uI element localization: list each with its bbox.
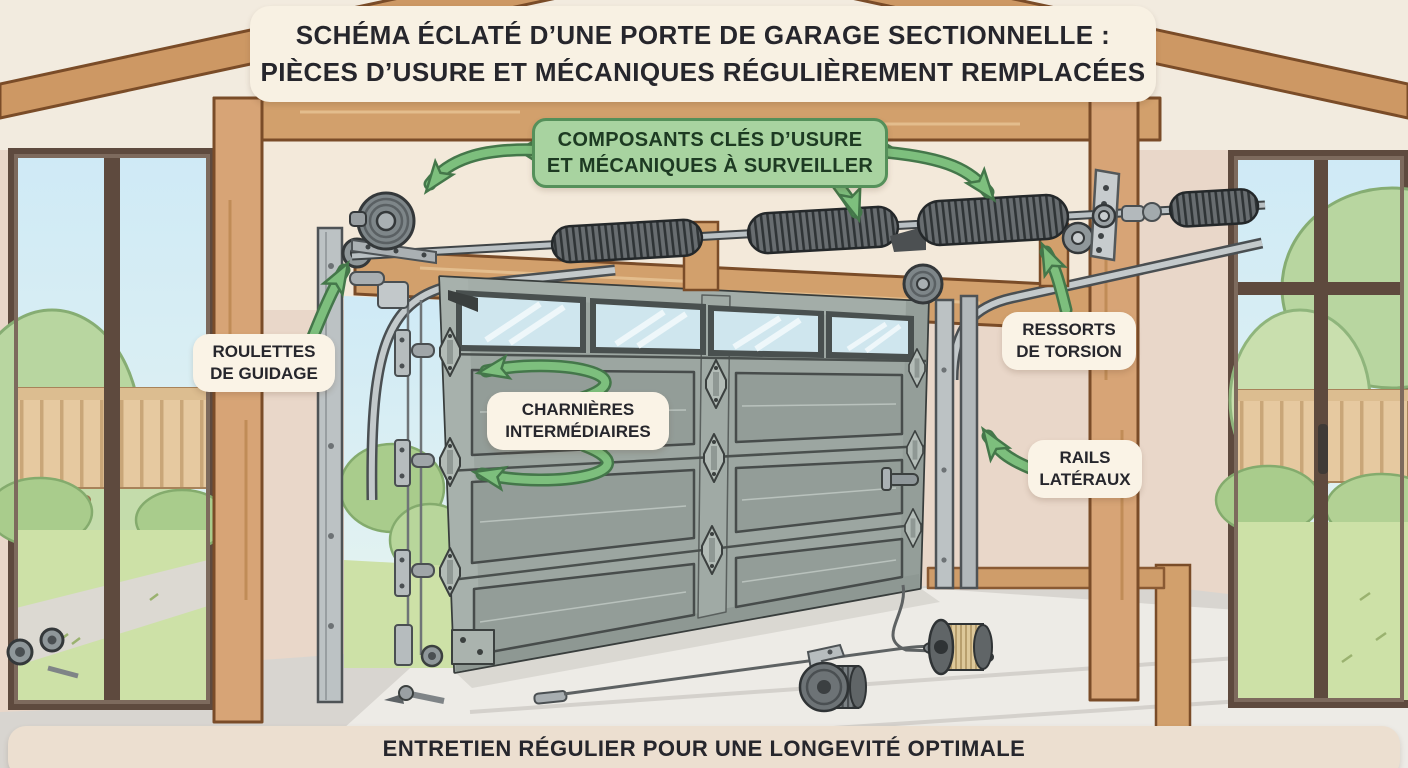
spare-drum-gray — [798, 661, 867, 713]
winding-cone — [890, 226, 926, 252]
torsion-spring-right — [916, 193, 1070, 247]
left-cable-drum — [349, 191, 416, 251]
label-charnieres-intermediaires: CHARNIÈRES INTERMÉDIAIRES — [487, 392, 669, 450]
callout-line-1: COMPOSANTS CLÉS D’USURE — [557, 129, 863, 151]
cable-drum-wound — [927, 618, 993, 676]
hinge-plate — [394, 439, 435, 487]
title-line-2: PIÈCES D’USURE ET MÉCANIQUES RÉGULIÈREME… — [260, 57, 1146, 87]
window-handle — [1318, 424, 1328, 474]
left-curved-track — [368, 267, 616, 501]
arrow-charnieres-to-upper-hinge — [474, 353, 612, 405]
hinge-plate — [394, 549, 435, 597]
diagram-title: SCHÉMA ÉCLATÉ D’UNE PORTE DE GARAGE SECT… — [250, 6, 1156, 102]
right-window-muntin — [1236, 282, 1402, 295]
left-window-mullion — [104, 156, 120, 702]
right-rail-1 — [934, 298, 955, 590]
arrow-ressorts-to-spring — [1039, 240, 1073, 317]
right-rail-2 — [959, 294, 979, 590]
footer-text: ENTRETIEN RÉGULIER POUR UNE LONGEVITÉ OP… — [382, 736, 1026, 761]
door-lock — [881, 467, 919, 491]
hinge-plate — [394, 329, 435, 377]
arrow-callout-to-right-spring — [877, 145, 997, 203]
roller-stem — [47, 665, 79, 679]
arrow-charnieres-to-lower-hinge — [470, 439, 615, 492]
left-window — [0, 148, 230, 710]
torsion-spring-left — [550, 218, 704, 264]
torsion-spring-middle — [746, 205, 900, 255]
top-bracket — [377, 281, 409, 309]
door-windows — [456, 290, 914, 360]
bolt — [409, 691, 445, 704]
bottom-corner-bracket — [451, 629, 495, 665]
door-top-drum — [902, 263, 944, 305]
garage-door — [438, 275, 940, 688]
end-bearing-plate — [1089, 168, 1162, 262]
torsion-spring-far-right — [1168, 188, 1260, 228]
arrow-rails-to-rail — [980, 425, 1037, 475]
torsion-system — [349, 168, 1266, 305]
door-hinges — [439, 327, 926, 597]
floor-parts — [6, 584, 994, 713]
footer-caption: ENTRETIEN RÉGULIER POUR UNE LONGEVITÉ OP… — [8, 726, 1400, 768]
arrow-callout-to-drum — [423, 143, 545, 195]
label-ressorts-de-torsion: RESSORTS DE TORSION — [1002, 312, 1136, 370]
section-seams — [442, 352, 927, 582]
left-post — [212, 96, 264, 724]
exploded-hinges — [377, 281, 444, 668]
label-roulettes-de-guidage: ROULETTES DE GUIDAGE — [193, 334, 335, 392]
callout-key-components: COMPOSANTS CLÉS D’USURE ET MÉCANIQUES À … — [532, 118, 888, 188]
top-roller-bracket — [448, 290, 478, 312]
callout-line-2: ET MÉCANIQUES À SURVEILLER — [546, 155, 874, 177]
corner-trim — [1154, 563, 1192, 747]
label-rails-lateraux: RAILS LATÉRAUX — [1028, 440, 1142, 498]
title-line-1: SCHÉMA ÉCLATÉ D’UNE PORTE DE GARAGE SECT… — [295, 20, 1111, 50]
